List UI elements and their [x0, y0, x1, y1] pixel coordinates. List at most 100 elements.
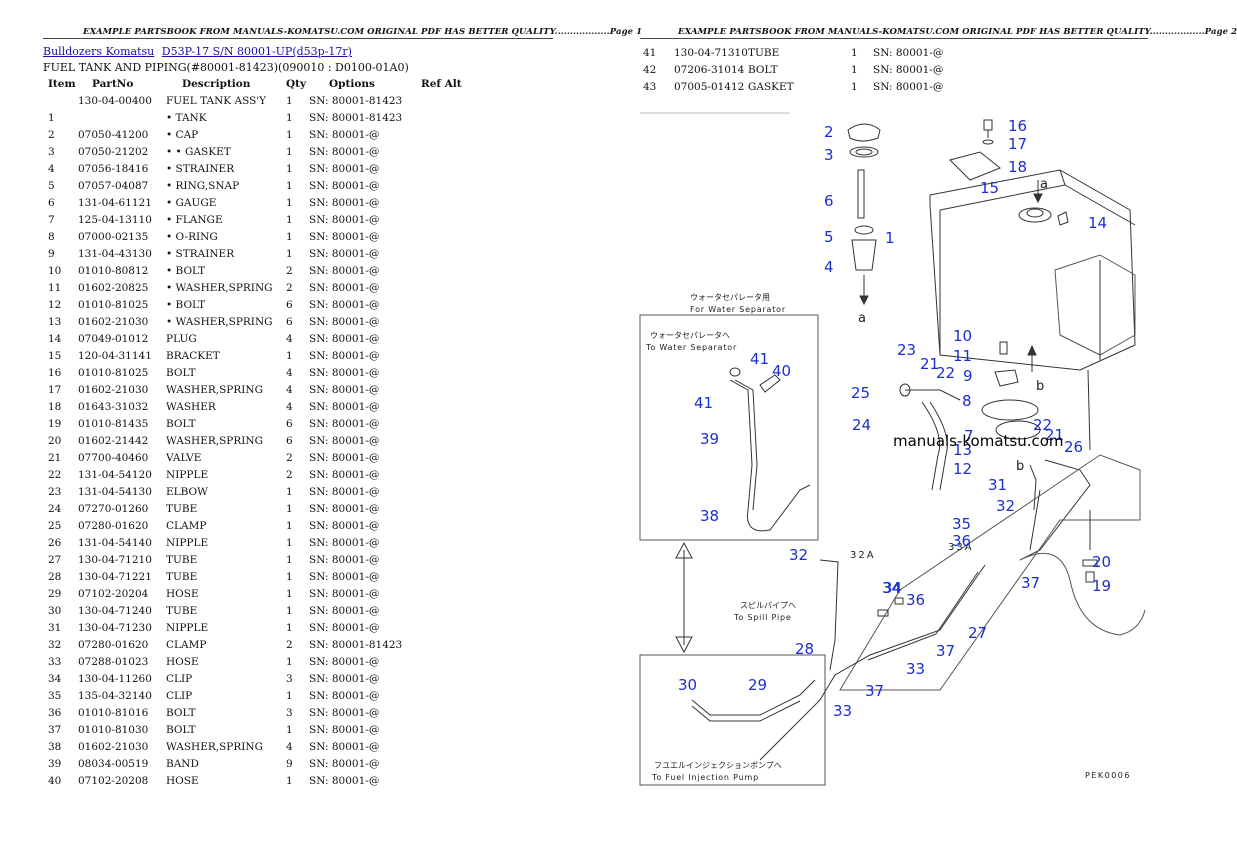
callout-25: 25 [851, 384, 870, 402]
callout-24: 24 [852, 416, 871, 434]
cell-item: 18 [48, 401, 62, 413]
label-water-sep-en: For Water Separator [690, 305, 786, 314]
cell-description: TUBE [166, 605, 198, 617]
breadcrumb-model-link[interactable]: D53P-17 S/N 80001-UP(d53p-17r) [161, 45, 352, 58]
cell-description: TUBE [166, 554, 198, 566]
cell-partno: 130-04-11260 [78, 673, 152, 685]
header-rule-left [43, 38, 553, 39]
cell-description: TUBE [166, 503, 198, 515]
ref-a-label-top: a [1040, 177, 1048, 192]
cell-options: SN: 80001-@ [309, 163, 380, 175]
cell-options: SN: 80001-@ [309, 435, 380, 447]
cell-partno: 01602-21442 [78, 435, 149, 447]
cell-qty: 6 [286, 299, 293, 311]
cell-qty: 2 [286, 469, 293, 481]
callout-22: 22 [1033, 416, 1052, 434]
callout-37: 37 [1021, 574, 1040, 592]
label-water-sep-jp: ウォータセパレータ用 [690, 293, 770, 302]
cell-options: SN: 80001-@ [309, 350, 380, 362]
callout-36: 36 [952, 532, 971, 550]
cell-description: • WASHER,SPRING [166, 282, 273, 294]
ref-b-label-lower: b [1016, 459, 1024, 474]
cell-description: • BOLT [166, 299, 206, 311]
cell-description: • O-RING [166, 231, 218, 243]
label-32a: 32A [850, 550, 876, 561]
cell-partno: 07102-20208 [78, 775, 149, 787]
callout-16: 16 [1008, 117, 1027, 135]
cell-qty: 3 [286, 707, 293, 719]
cell-description: TUBE [748, 47, 780, 59]
cell-item: 40 [48, 775, 62, 787]
cell-description: NIPPLE [166, 622, 209, 634]
cell-partno: 07270-01260 [78, 503, 149, 515]
cell-partno: 130-04-71230 [78, 622, 152, 634]
callout-39: 39 [700, 430, 719, 448]
cell-partno: 01010-81435 [78, 418, 149, 430]
cell-item: 35 [48, 690, 62, 702]
cell-description: ELBOW [166, 486, 208, 498]
cell-qty: 1 [851, 64, 858, 76]
cell-item: 13 [48, 316, 62, 328]
cell-item: 28 [48, 571, 62, 583]
cell-description: • STRAINER [166, 163, 235, 175]
cell-partno: 07056-18416 [78, 163, 149, 175]
cell-item: 31 [48, 622, 62, 634]
cell-options: SN: 80001-@ [309, 231, 380, 243]
breadcrumb-category-link[interactable]: Bulldozers Komatsu [43, 45, 155, 58]
cell-item: 15 [48, 350, 62, 362]
cell-qty: 1 [286, 163, 293, 175]
cell-options: SN: 80001-@ [309, 758, 380, 770]
callout-11: 11 [953, 347, 972, 365]
cell-qty: 1 [851, 81, 858, 93]
cell-description: HOSE [166, 775, 199, 787]
callout-26: 26 [1064, 438, 1083, 456]
cell-description: BOLT [166, 367, 196, 379]
cell-qty: 6 [286, 435, 293, 447]
cell-options: SN: 80001-@ [309, 418, 380, 430]
cell-description: WASHER,SPRING [166, 384, 263, 396]
cell-item: 32 [48, 639, 62, 651]
cell-qty: 1 [286, 622, 293, 634]
callout-38: 38 [700, 507, 719, 525]
cell-partno: 07050-41200 [78, 129, 149, 141]
cell-options: SN: 80001-@ [309, 707, 380, 719]
cell-qty: 1 [286, 503, 293, 515]
cell-partno: 01602-21030 [78, 384, 149, 396]
cell-partno: 131-04-54120 [78, 469, 152, 481]
cell-partno: 07049-01012 [78, 333, 149, 345]
cell-partno: 07288-01023 [78, 656, 149, 668]
cell-options: SN: 80001-@ [309, 656, 380, 668]
cell-options: SN: 80001-@ [309, 248, 380, 260]
cell-qty: 3 [286, 673, 293, 685]
callout-7: 7 [964, 427, 974, 445]
cell-description: • BOLT [166, 265, 206, 277]
cell-qty: 1 [286, 690, 293, 702]
cell-partno: 131-04-54140 [78, 537, 152, 549]
watermark: manuals-komatsu.com [893, 432, 1064, 450]
cell-partno: 07700-40460 [78, 452, 149, 464]
cell-partno: 130-04-71210 [78, 554, 152, 566]
cell-partno: 07206-31014 [674, 64, 745, 76]
cell-options: SN: 80001-@ [309, 299, 380, 311]
cell-description: WASHER,SPRING [166, 741, 263, 753]
cell-partno: 01602-20825 [78, 282, 149, 294]
callout-6: 6 [824, 192, 834, 210]
cell-qty: 1 [286, 554, 293, 566]
